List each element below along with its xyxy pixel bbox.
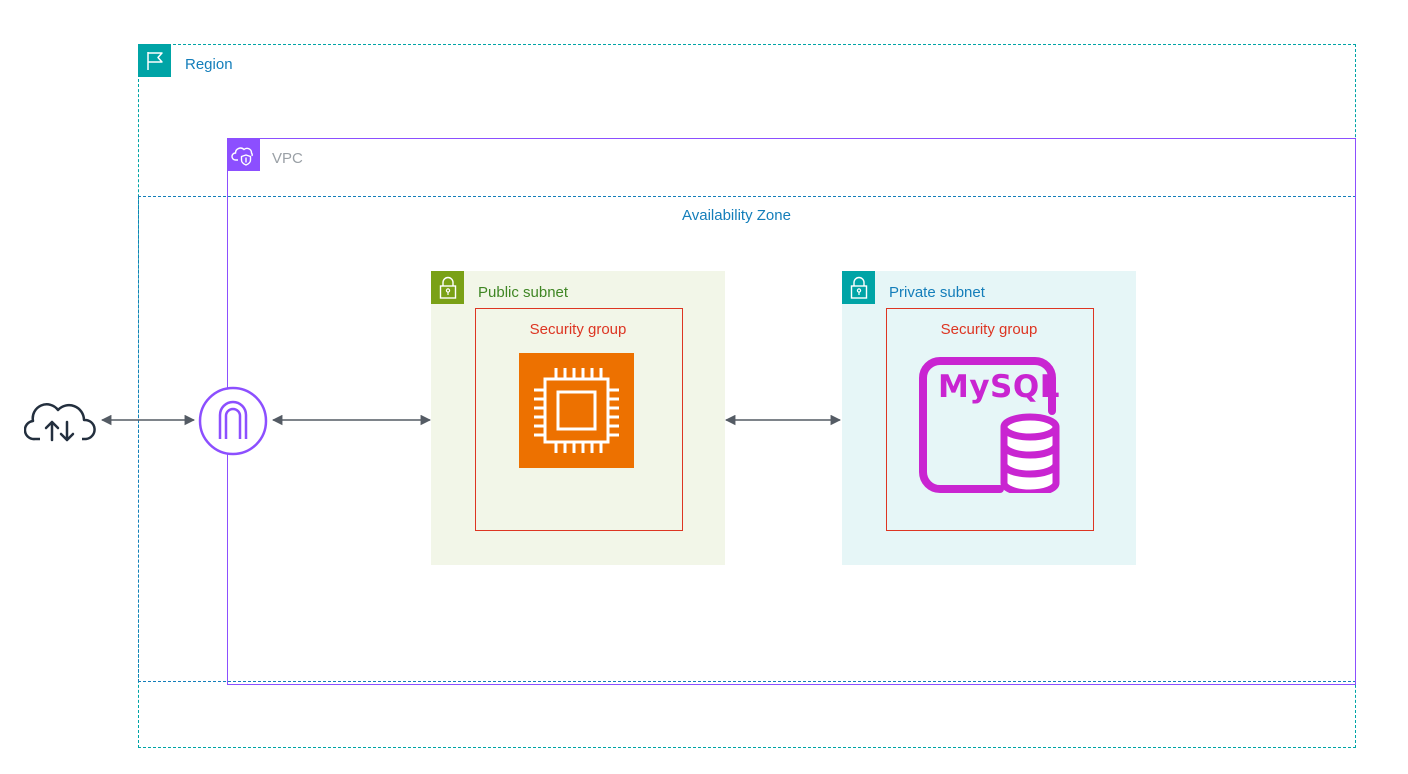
chip-icon (534, 368, 619, 453)
region-label: Region (185, 56, 233, 73)
ec2-instance-icon[interactable] (519, 353, 634, 468)
private-subnet-badge (842, 271, 875, 304)
public-subnet-label: Public subnet (478, 284, 569, 301)
gateway-arch-icon (198, 386, 268, 456)
availability-zone-label: Availability Zone (682, 207, 791, 224)
private-subnet (842, 271, 1136, 565)
public-subnet-badge (431, 271, 464, 304)
private-subnet-label: Private subnet (889, 284, 985, 301)
internet-gateway-icon[interactable] (197, 385, 269, 457)
vpc-badge (227, 138, 260, 171)
lock-icon (439, 276, 456, 299)
internet-cloud-icon[interactable] (23, 396, 98, 446)
security-group-public-label: Security group (529, 321, 627, 338)
mysql-label: MySQL (938, 369, 1060, 405)
lock-icon (850, 276, 867, 299)
mysql-graphic (919, 357, 1060, 497)
region-badge (138, 44, 171, 77)
cloud-upload-download-icon (23, 403, 96, 442)
security-group-private-label: Security group (940, 321, 1038, 338)
mysql-database-icon[interactable]: MySQL (918, 355, 1060, 497)
security-group-private (886, 308, 1094, 531)
security-group-public (475, 308, 683, 531)
vpc-cloud-icon (230, 146, 253, 166)
vpc-label: VPC (272, 150, 303, 167)
flag-icon (146, 51, 163, 70)
